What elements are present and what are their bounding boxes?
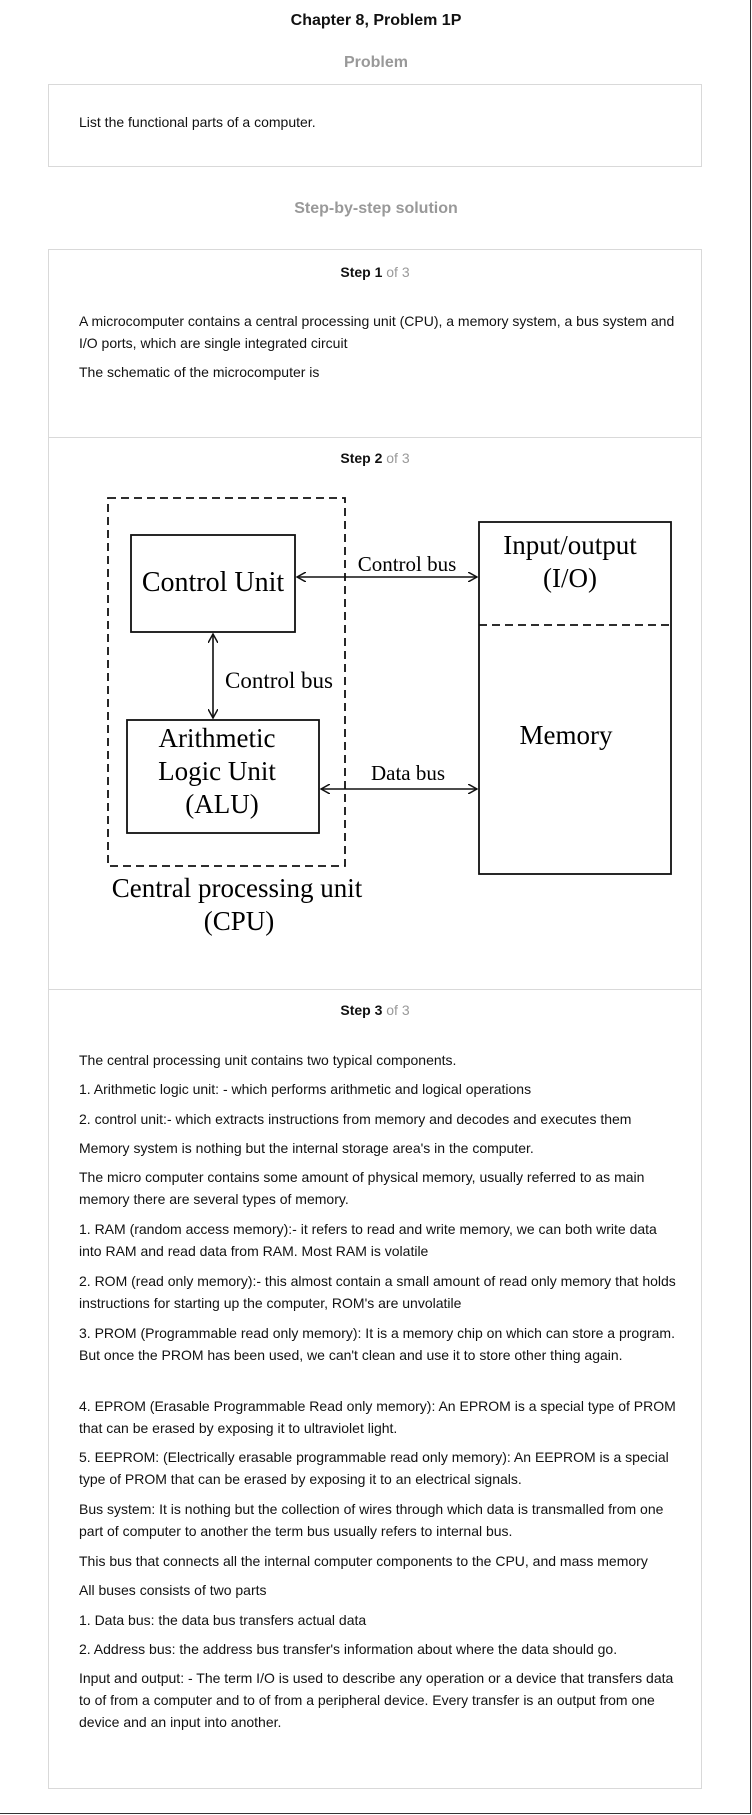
step-3-of: of 3: [386, 1002, 410, 1018]
io-memory-box: [478, 521, 672, 875]
cpu-label-2: (CPU): [204, 906, 275, 936]
io-label-2: (I/O): [543, 563, 597, 593]
step-3-paragraph: 3. PROM (Programmable read only memory):…: [79, 1325, 675, 1363]
step-3-paragraph: Bus system: It is nothing but the collec…: [79, 1501, 664, 1539]
page-title: Chapter 8, Problem 1P: [290, 12, 462, 29]
step-1-heading: Step 1 of 3: [49, 264, 701, 280]
step-1-paragraph: The schematic of the microcomputer is: [79, 364, 320, 380]
control-unit-label: Control Unit: [142, 567, 285, 598]
step-3-label: Step 3: [340, 1002, 383, 1018]
data-bus-label: Data bus: [371, 761, 445, 785]
step-1-label: Step 1: [340, 264, 383, 280]
solution-box: Step 1 of 3 A microcomputer contains a c…: [48, 249, 702, 1789]
step-2-label: Step 2: [340, 450, 383, 466]
step-3-paragraph: 4. EPROM (Erasable Programmable Read onl…: [79, 1398, 676, 1436]
step-3-paragraph: 2. ROM (read only memory):- this almost …: [79, 1273, 676, 1311]
step-2-of: of 3: [386, 450, 410, 466]
solution-heading: Step-by-step solution: [294, 200, 458, 217]
io-label-1: Input/output: [503, 530, 637, 560]
step-3-paragraph: The central processing unit contains two…: [79, 1052, 457, 1068]
problem-heading: Problem: [343, 54, 408, 71]
step-3-paragraph: 2. control unit:- which extracts instruc…: [79, 1111, 632, 1127]
step-3-paragraph: Input and output: - The term I/O is used…: [79, 1670, 674, 1730]
step-2-heading: Step 2 of 3: [49, 450, 701, 466]
step-3-paragraph: Memory system is nothing but the interna…: [79, 1140, 534, 1156]
control-unit-box: [130, 534, 296, 633]
step-3-paragraph: This bus that connects all the internal …: [79, 1553, 648, 1569]
step-3-paragraph: 1. RAM (random access memory):- it refer…: [79, 1221, 657, 1259]
step-divider: [49, 989, 701, 990]
step-1-paragraph: A microcomputer contains a central proce…: [79, 313, 675, 351]
alu-label-2: Logic Unit: [158, 756, 276, 786]
step-3-paragraph: 2. Address bus: the address bus transfer…: [79, 1641, 618, 1657]
step-3-paragraph: All buses consists of two parts: [79, 1582, 267, 1598]
step-3-paragraph: 5. EEPROM: (Electrically erasable progra…: [79, 1449, 669, 1487]
step-divider: [49, 437, 701, 438]
step-3-paragraph: The micro computer contains some amount …: [79, 1169, 645, 1207]
microcomputer-diagram: Control Unit Arithmetic Logic Unit (ALU)…: [107, 497, 672, 936]
alu-box: [126, 719, 320, 834]
alu-label-3: (ALU): [185, 789, 258, 819]
control-bus-mid-label: Control bus: [225, 668, 333, 693]
cpu-label-1: Central processing unit: [112, 873, 363, 903]
cpu-boundary: [107, 497, 346, 867]
memory-label: Memory: [520, 720, 613, 750]
step-1-of: of 3: [386, 264, 410, 280]
step-3-paragraph: 1. Arithmetic logic unit: - which perfor…: [79, 1081, 532, 1097]
step-3-heading: Step 3 of 3: [49, 1002, 701, 1018]
problem-box: List the functional parts of a computer.: [48, 84, 702, 167]
step-3-paragraph: 1. Data bus: the data bus transfers actu…: [79, 1612, 367, 1628]
control-bus-top-label: Control bus: [358, 552, 457, 576]
problem-text: List the functional parts of a computer.: [79, 114, 316, 130]
alu-label-1: Arithmetic: [159, 723, 276, 753]
